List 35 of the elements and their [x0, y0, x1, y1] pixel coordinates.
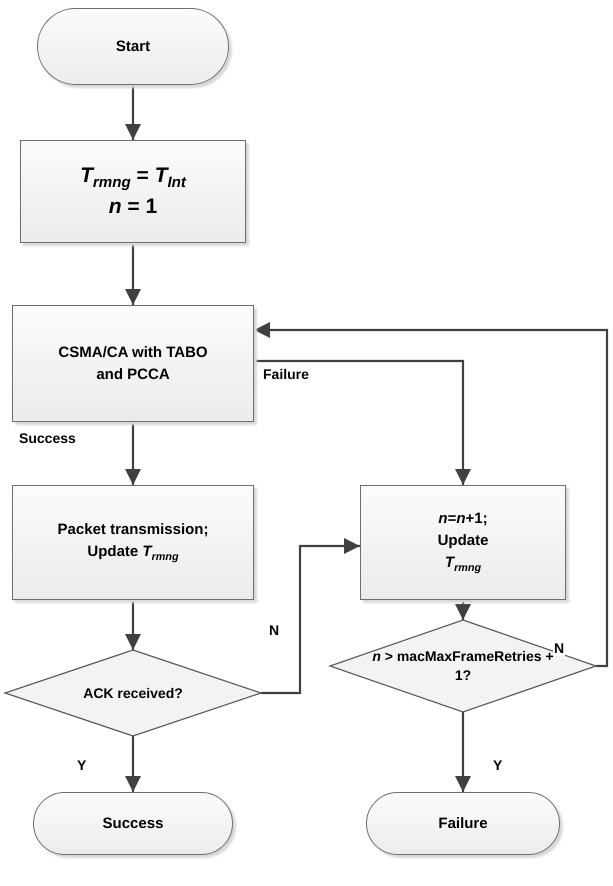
arrow — [254, 360, 471, 485]
process-box — [12, 305, 254, 422]
process-box — [20, 140, 246, 243]
decision-diamond — [330, 620, 596, 712]
node-label: n = 1 — [108, 194, 158, 220]
arrow — [125, 422, 141, 485]
arrow — [125, 600, 141, 650]
edge-label: Y — [492, 757, 504, 773]
edge-label: Success — [18, 430, 77, 446]
arrow — [455, 600, 471, 620]
terminator-shape — [366, 792, 560, 855]
edge-label: Failure — [262, 366, 310, 382]
node-label: T$_{rmng}$ = T$_{Int}$ — [80, 162, 186, 193]
edge-label: N — [268, 622, 280, 638]
node-label: Failure — [438, 815, 488, 832]
arrow — [125, 243, 141, 305]
arrow — [261, 538, 360, 694]
node-label: Success — [102, 815, 164, 832]
node-label: CSMA/CA with TABO and PCCA — [57, 342, 209, 384]
process-box — [360, 485, 566, 600]
arrow — [125, 85, 141, 140]
decision-text: n > macMaxFrameRetries + 1? — [371, 647, 555, 685]
node-label: Packet transmission; Update T$_{rmng}$ — [56, 520, 210, 566]
edge-label: Y — [76, 757, 88, 773]
process-box — [12, 485, 254, 600]
node-label: Start — [116, 38, 150, 55]
arrow — [125, 736, 141, 792]
arrow — [254, 322, 608, 668]
terminator-shape — [37, 8, 229, 85]
node-label: n=n+1; Update T$_{rmng}$ — [436, 509, 490, 576]
decision-text: ACK received? — [82, 684, 184, 702]
terminator-shape — [33, 792, 233, 855]
decision-diamond — [5, 650, 261, 736]
edge-label: N — [553, 640, 566, 656]
arrow — [455, 712, 471, 792]
